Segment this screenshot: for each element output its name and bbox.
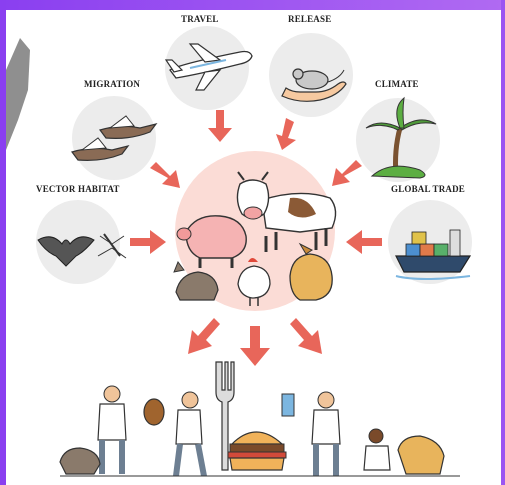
dog-right-icon bbox=[398, 436, 444, 474]
arrow-climate bbox=[332, 160, 362, 186]
kneeling-child-icon bbox=[364, 429, 390, 470]
arrow-out-center bbox=[240, 326, 270, 366]
person-with-drumstick-icon bbox=[98, 386, 164, 474]
arrow-travel bbox=[208, 110, 232, 142]
arrow-global-trade bbox=[346, 230, 382, 254]
arrow-out-left bbox=[188, 318, 220, 354]
arrow-migration bbox=[150, 162, 180, 188]
small-dog-left-icon bbox=[60, 448, 100, 474]
person-with-milk-icon bbox=[282, 392, 340, 476]
arrow-release bbox=[276, 118, 296, 150]
label-travel: TRAVEL bbox=[181, 14, 219, 24]
label-global-trade: GLOBAL TRADE bbox=[391, 184, 465, 194]
arrow-vector-habitat bbox=[130, 230, 166, 254]
label-release: RELEASE bbox=[288, 14, 331, 24]
person-reaching-icon bbox=[176, 392, 204, 476]
burger-icon bbox=[228, 432, 286, 470]
label-climate: CLIMATE bbox=[375, 79, 419, 89]
label-migration: MIGRATION bbox=[84, 79, 140, 89]
arrow-out-right bbox=[290, 318, 322, 354]
partial-gray-shape bbox=[6, 38, 30, 150]
label-vector-habitat: VECTOR HABITAT bbox=[36, 184, 120, 194]
